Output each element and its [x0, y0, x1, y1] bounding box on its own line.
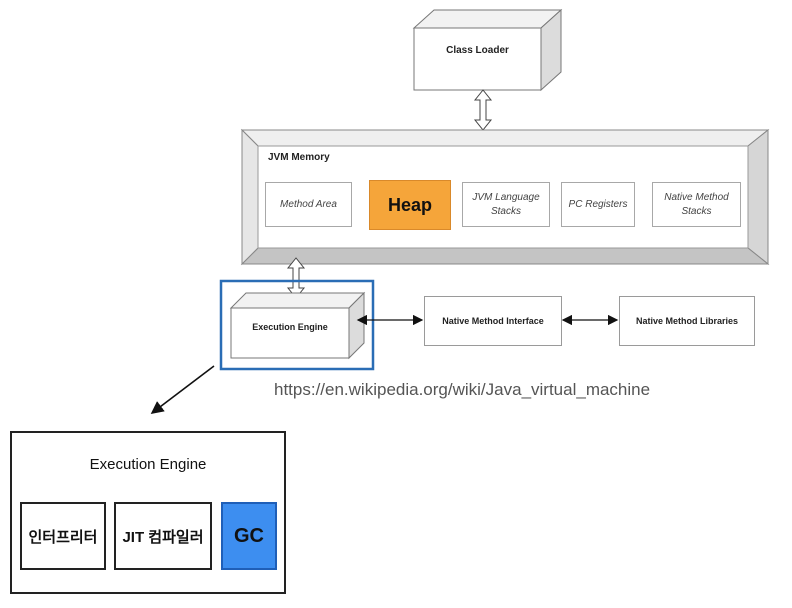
- jvm-memory-title: JVM Memory: [268, 152, 330, 163]
- native-method-libraries-box: Native Method Libraries: [619, 296, 755, 346]
- execution-engine-box: [229, 291, 366, 360]
- native-method-libraries-label: Native Method Libraries: [635, 316, 739, 326]
- interpreter-box: 인터프리터: [20, 502, 106, 570]
- jit-compiler-box: JIT 컴파일러: [114, 502, 212, 570]
- method-area-box: Method Area: [265, 182, 352, 227]
- source-url: https://en.wikipedia.org/wiki/Java_virtu…: [274, 380, 651, 399]
- class-loader-label: Class Loader: [446, 44, 509, 56]
- heap-box: Heap: [369, 180, 451, 230]
- jit-compiler-label: JIT 컴파일러: [122, 528, 204, 546]
- zoom-arrow: [150, 365, 215, 414]
- pc-registers-box: PC Registers: [561, 182, 635, 227]
- jvm-language-stacks-label: JVM Language Stacks: [472, 191, 540, 217]
- heap-label: Heap: [387, 195, 432, 215]
- native-method-interface-box: Native Method Interface: [424, 296, 562, 346]
- native-method-stacks-box: Native Method Stacks: [652, 182, 741, 227]
- jvm-language-stacks-box: JVM Language Stacks: [462, 182, 550, 227]
- native-method-stacks-label: Native Method Stacks: [664, 191, 729, 217]
- pc-registers-label: PC Registers: [568, 198, 628, 210]
- gc-label: GC: [234, 524, 264, 547]
- execution-engine-detail-title: Execution Engine: [89, 456, 207, 473]
- execution-engine-label: Execution Engine: [252, 322, 328, 332]
- interpreter-label: 인터프리터: [28, 528, 98, 546]
- gc-box: GC: [221, 502, 277, 570]
- native-method-interface-label: Native Method Interface: [442, 316, 544, 326]
- class-loader-box: [412, 8, 563, 92]
- method-area-label: Method Area: [280, 198, 337, 210]
- class-loader-memory-arrow: [473, 89, 493, 131]
